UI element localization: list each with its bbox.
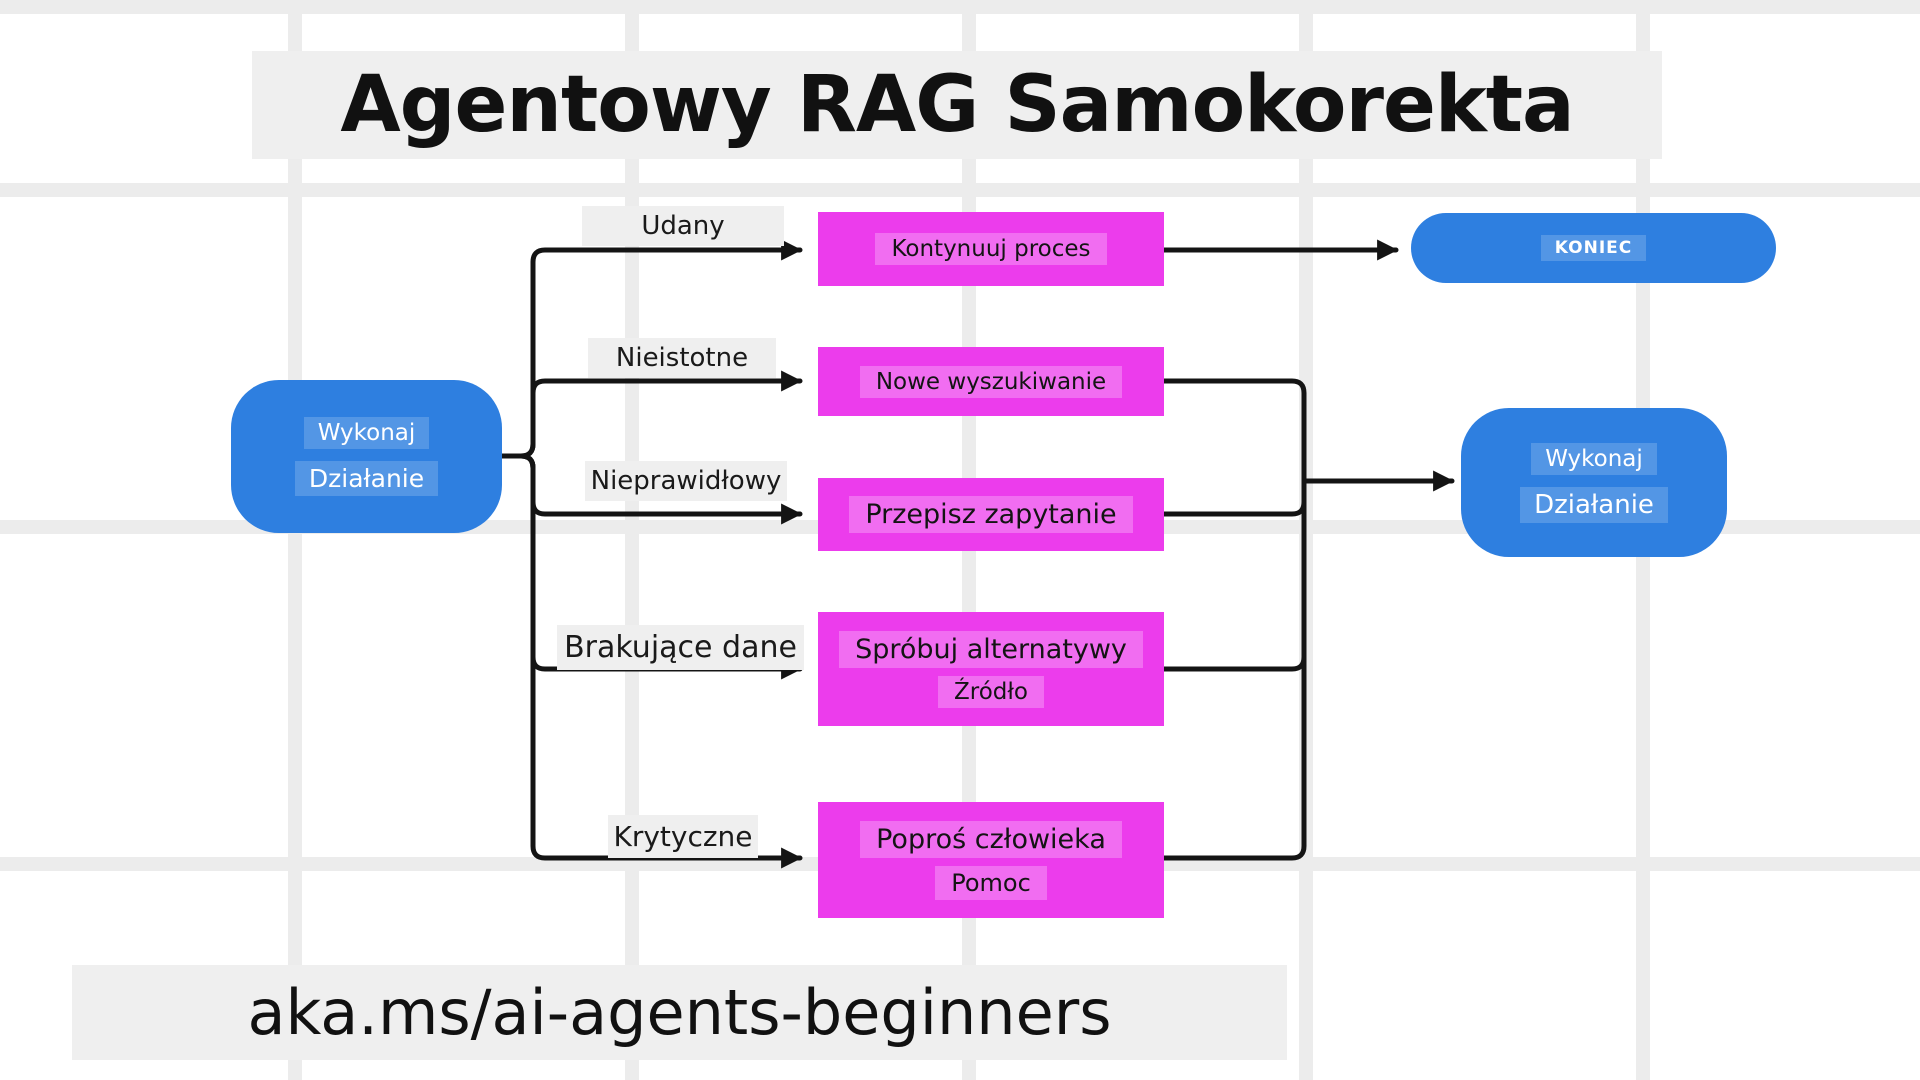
condition-label-brakujace-dane: Brakujące dane — [557, 625, 804, 670]
connector-merge-from-przepisz — [1161, 478, 1307, 517]
action-box-sprobuj-alternatywy: Spróbuj alternatywy Źródło — [818, 612, 1164, 726]
action-label: Przepisz zapytanie — [849, 496, 1133, 533]
connector-merge-from-popros — [1161, 478, 1307, 861]
grid-line-horizontal — [0, 0, 1920, 14]
condition-label-nieprawidlowy: Nieprawidłowy — [585, 461, 787, 501]
node-start-line2: Działanie — [294, 461, 439, 496]
action-label: Poproś człowieka — [860, 820, 1122, 858]
condition-label-krytyczne: Krytyczne — [608, 815, 758, 858]
node-start-line1: Wykonaj — [303, 417, 430, 449]
action-label: Spróbuj alternatywy — [839, 630, 1143, 668]
node-end-wykonaj-dzialanie: Wykonaj Działanie — [1461, 408, 1727, 557]
action-box-popros-czlowieka: Poproś człowieka Pomoc — [818, 802, 1164, 918]
action-sub-label: Źródło — [938, 675, 1044, 708]
action-box-kontynuuj-proces: Kontynuuj proces — [818, 212, 1164, 286]
connector-nieistotne — [499, 370, 803, 459]
node-koniec: KONIEC — [1411, 213, 1776, 283]
action-box-nowe-wyszukiwanie: Nowe wyszukiwanie — [818, 347, 1164, 416]
condition-label-udany: Udany — [582, 206, 784, 246]
action-label: Kontynuuj proces — [875, 233, 1107, 265]
grid-line-vertical — [288, 0, 302, 1080]
connector-krytyczne — [499, 453, 803, 869]
footer-link-text: aka.ms/ai-agents-beginners — [247, 976, 1112, 1049]
action-label: Nowe wyszukiwanie — [859, 365, 1123, 398]
node-end-line2: Działanie — [1520, 486, 1668, 523]
title-bar: Agentowy RAG Samokorekta — [252, 51, 1662, 159]
grid-line-horizontal — [0, 183, 1920, 197]
footer-bar: aka.ms/ai-agents-beginners — [72, 965, 1287, 1060]
condition-label-nieistotne: Nieistotne — [588, 338, 776, 378]
action-box-przepisz-zapytanie: Przepisz zapytanie — [818, 478, 1164, 551]
connector-merge-from-sprobuj — [1161, 478, 1307, 672]
action-sub-label: Pomoc — [935, 865, 1047, 900]
connector-merge-from-nowe — [1161, 378, 1307, 484]
koniec-label: KONIEC — [1540, 235, 1647, 261]
page-title: Agentowy RAG Samokorekta — [340, 60, 1574, 150]
node-start-wykonaj-dzialanie: Wykonaj Działanie — [231, 380, 502, 533]
grid-line-vertical — [625, 0, 639, 1080]
node-end-line1: Wykonaj — [1531, 442, 1657, 475]
